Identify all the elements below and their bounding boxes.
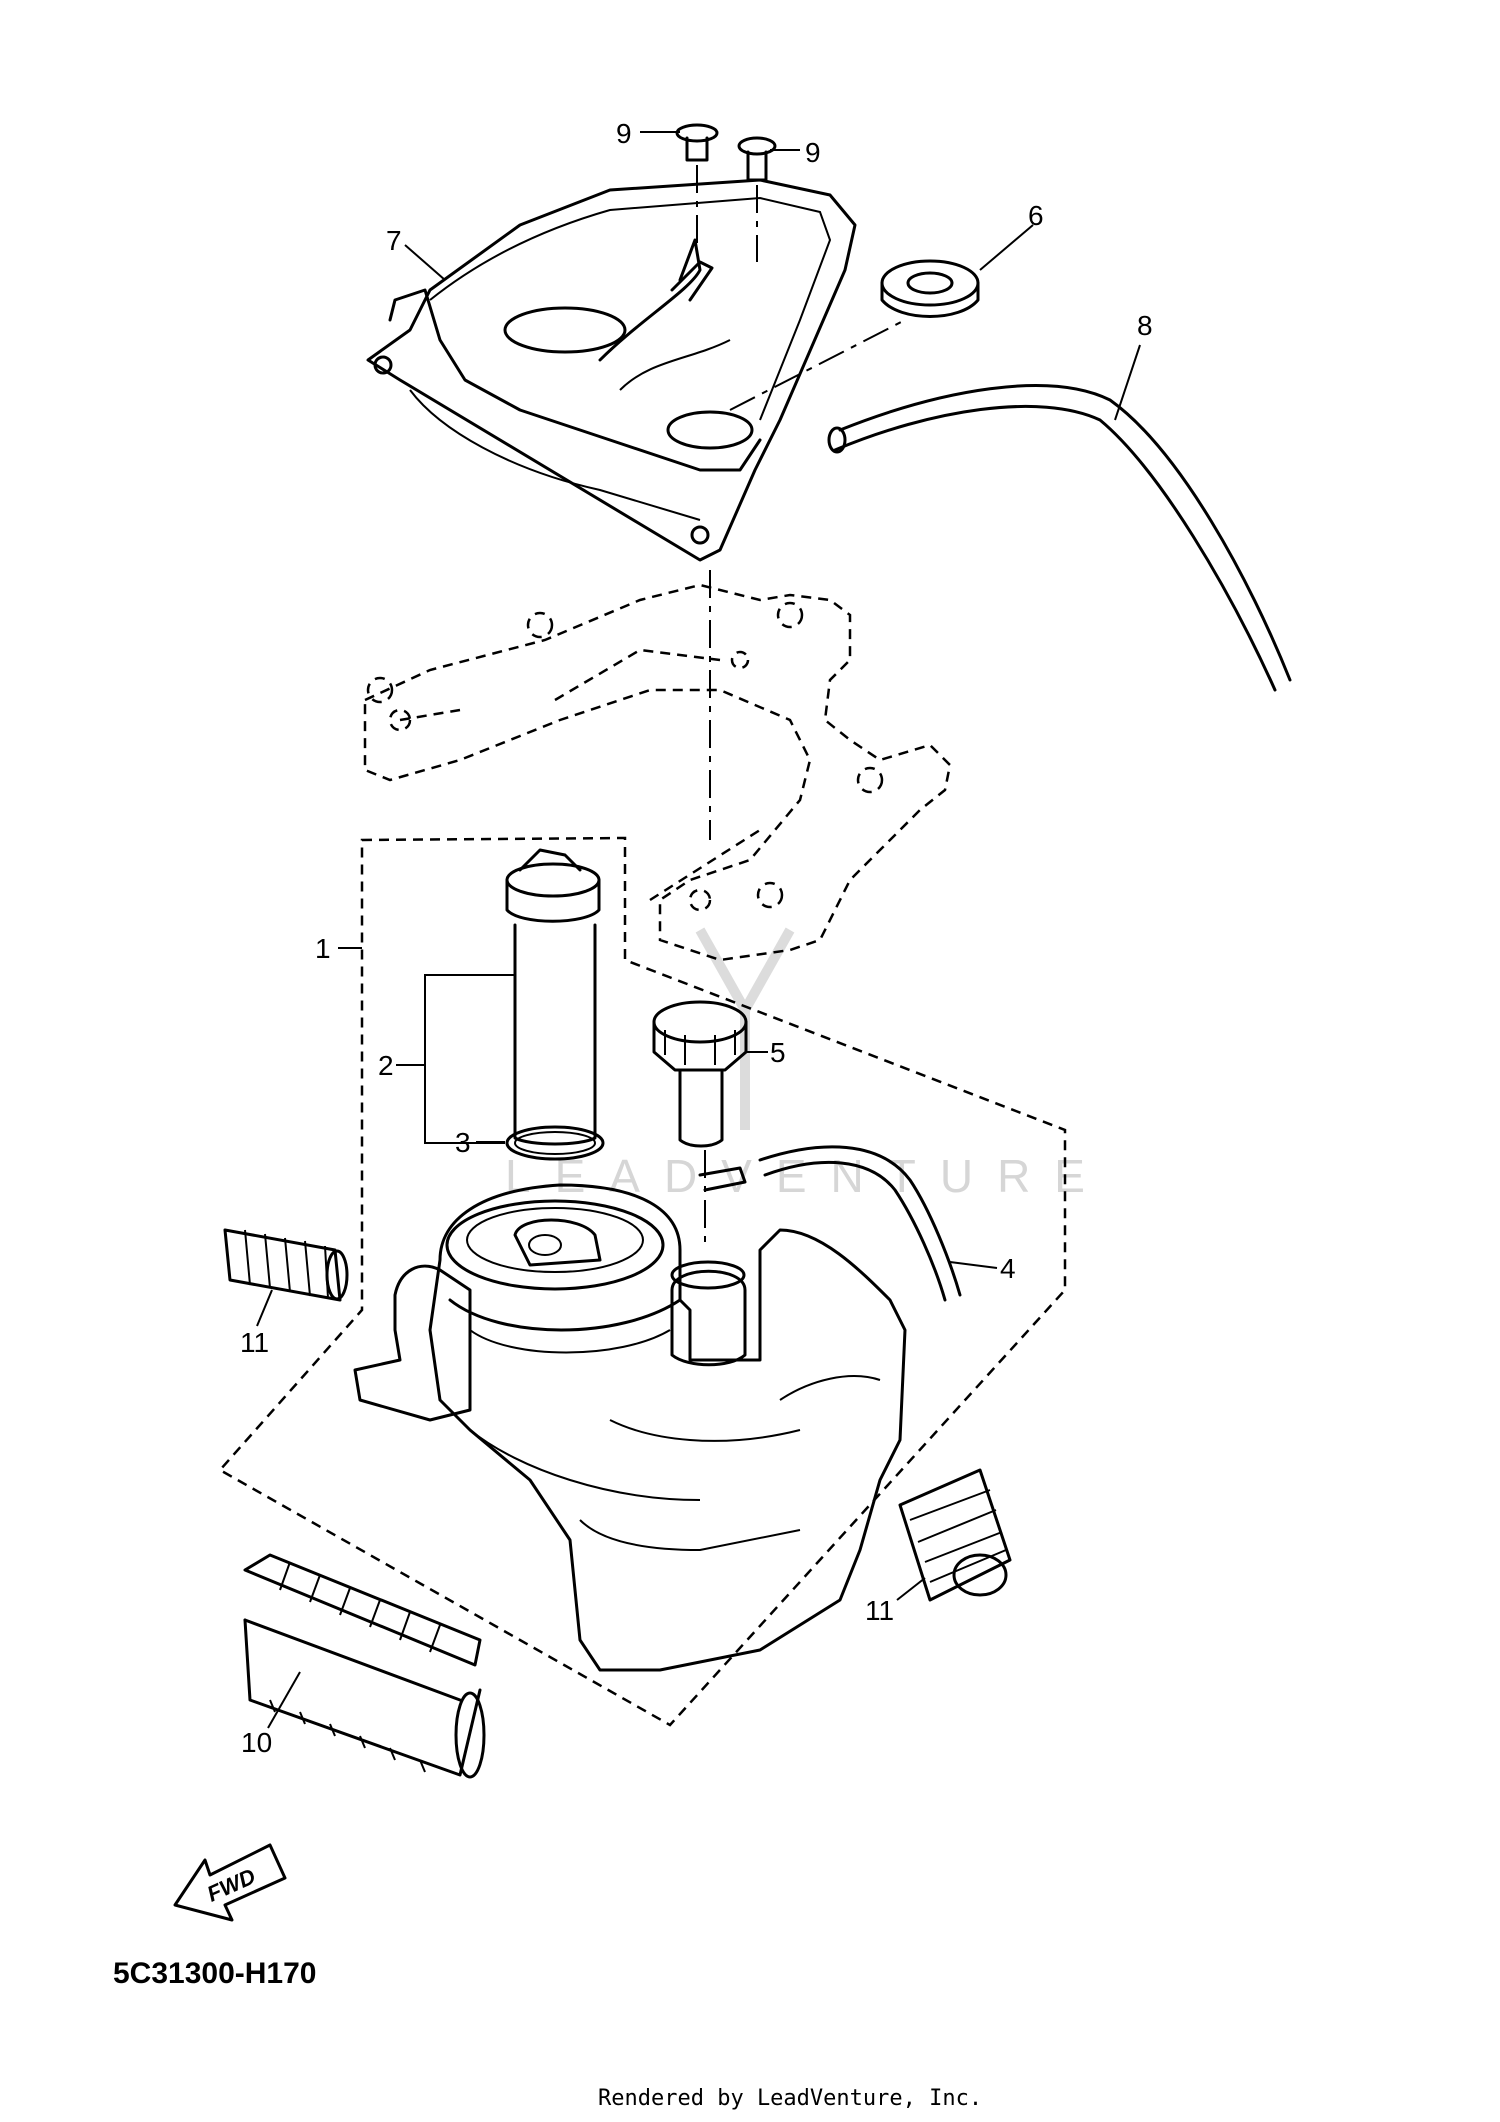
- label-7: 7: [386, 225, 402, 256]
- damper-strip-part-10: [243, 1553, 486, 1779]
- label-5: 5: [770, 1037, 786, 1068]
- footer-rendered-by: Rendered by LeadVenture, Inc.: [598, 2086, 982, 2111]
- label-11b: 11: [865, 1595, 894, 1626]
- fwd-label: FWD: [203, 1863, 259, 1906]
- label-11a: 11: [240, 1327, 269, 1358]
- label-2: 2: [378, 1050, 394, 1081]
- frame-outline-reference: [363, 583, 952, 962]
- clip-part-9a: [675, 123, 719, 162]
- label-1: 1: [315, 933, 331, 964]
- label-9b: 9: [805, 137, 821, 168]
- diagram-code: 5C31300-H170: [113, 1957, 316, 1990]
- forward-arrow-icon: FWD: [173, 1843, 287, 1922]
- watermark-text: LEADVENTURE: [505, 1150, 1109, 1202]
- label-6: 6: [1028, 200, 1044, 231]
- label-3: 3: [455, 1127, 471, 1158]
- clip-part-9b: [737, 136, 777, 182]
- fuel-tank: [353, 1183, 907, 1672]
- label-9a: 9: [616, 118, 632, 149]
- hose-part-8: [827, 384, 1292, 692]
- center-line-grommet: [729, 319, 906, 411]
- breather-hose-part-4: [698, 1145, 962, 1302]
- label-10: 10: [241, 1727, 272, 1758]
- gasket-part-3: [505, 1125, 605, 1161]
- leader-lines: [256, 131, 1141, 1729]
- cover-part-7: [366, 178, 857, 562]
- label-8: 8: [1137, 310, 1153, 341]
- assembly-boundary-part-1: [218, 836, 1067, 1727]
- damper-part-11a: [223, 1228, 349, 1302]
- grommet-part-6: [880, 259, 980, 318]
- fuel-cap-part-5: [652, 1000, 748, 1148]
- label-4: 4: [1000, 1253, 1016, 1284]
- damper-part-11b: [898, 1468, 1012, 1602]
- fuel-gauge-part-2: [505, 848, 601, 1146]
